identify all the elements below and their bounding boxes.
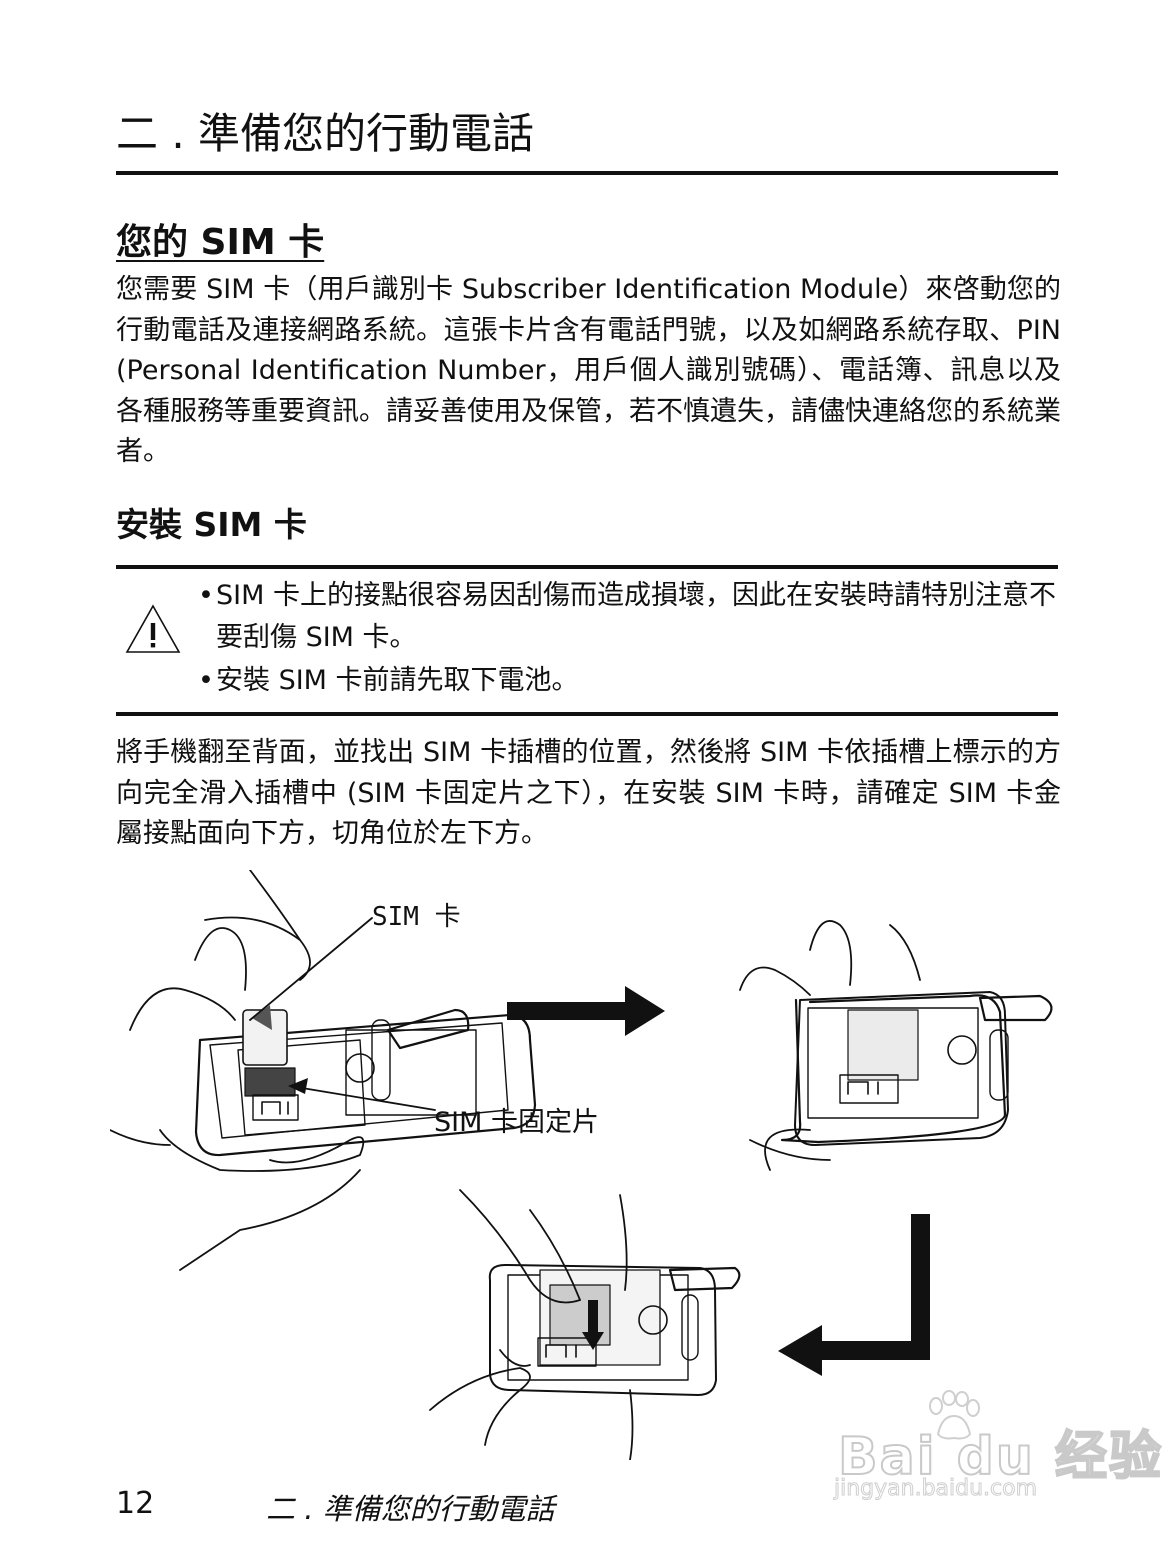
step1-phone-drawing: [110, 870, 537, 1271]
sim-holder-callout: SIM 卡固定片: [434, 1107, 599, 1138]
bullet-icon: •: [198, 580, 214, 611]
sim-card-heading: 您的 SIM 卡: [116, 222, 325, 263]
caution-item: • SIM 卡上的接點很容易因刮傷而造成損壞，因此在安裝時請特別注意不要刮傷 S…: [198, 575, 1058, 659]
right-arrow-icon: [507, 986, 665, 1036]
sim-card-callout: SIM 卡: [372, 902, 461, 932]
caution-text: SIM 卡上的接點很容易因刮傷而造成損壞，因此在安裝時請特別注意不要刮傷 SIM…: [216, 580, 1056, 653]
caution-bottom-divider: [116, 712, 1058, 716]
sim-installation-illustration: [110, 870, 1053, 1460]
warning-triangle-icon: [125, 604, 181, 653]
sim-card-pointer-line: [249, 917, 373, 1021]
caution-top-divider: [116, 565, 1058, 569]
bullet-icon: •: [198, 665, 214, 696]
sim-card-description: 您需要 SIM 卡（用戶識別卡 Subscriber Identificatio…: [116, 274, 1061, 467]
chapter-title: 二 . 準備您的行動電話: [116, 109, 535, 158]
caution-item: • 安裝 SIM 卡前請先取下電池。: [198, 660, 1058, 702]
sim-holder-pointer-arrowhead: [288, 1078, 308, 1094]
footer-chapter-title: 二 . 準備您的行動電話: [266, 1492, 555, 1526]
install-sim-heading: 安裝 SIM 卡: [116, 505, 307, 544]
step2-phone-drawing: [739, 920, 1053, 1171]
paw-logo-icon: [929, 1390, 980, 1440]
baidu-jingyan-watermark: Bai du 经验 jingyan.baidu.com: [826, 1390, 1162, 1508]
sim-holder-pointer-line: [289, 1085, 436, 1111]
install-instructions: 將手機翻至背面，並找出 SIM 卡插槽的位置，然後將 SIM 卡依插槽上標示的方…: [116, 737, 1061, 849]
page-number: 12: [116, 1486, 155, 1521]
step3-phone-drawing: [429, 1189, 741, 1460]
watermark-url: jingyan.baidu.com: [833, 1476, 1038, 1502]
title-divider: [116, 171, 1058, 175]
bent-arrow-icon: [778, 1214, 930, 1376]
caution-text: 安裝 SIM 卡前請先取下電池。: [216, 665, 579, 696]
watermark-brand: Bai du 经验: [837, 1426, 1163, 1488]
